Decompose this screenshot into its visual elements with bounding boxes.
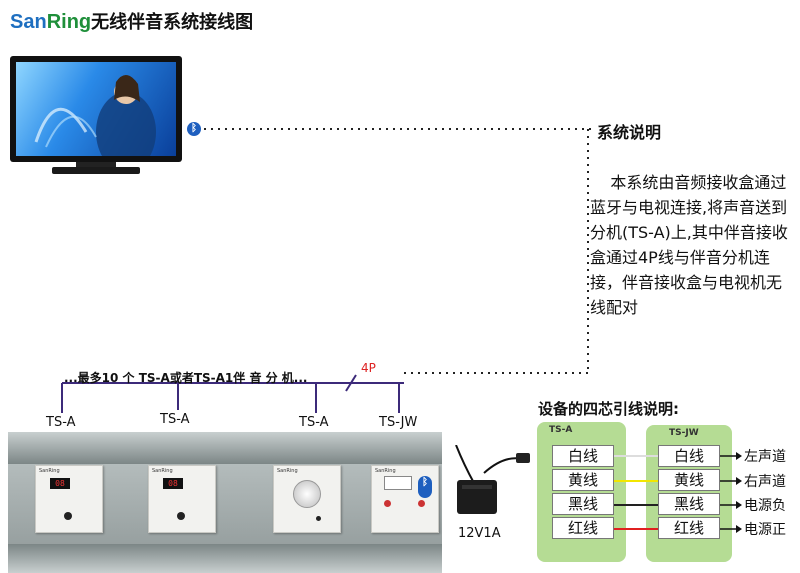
tv-screen (16, 62, 176, 156)
tv-base (52, 167, 140, 174)
description-title: 系统说明 (597, 123, 662, 142)
arrowhead-2 (736, 477, 742, 485)
plate-brand: SanRing (39, 468, 60, 474)
plate-display: 08 (50, 478, 70, 489)
pairing-window (384, 476, 412, 490)
ts-jw-plate: SanRing ᛒ (371, 465, 439, 533)
ts-jw-box-label: TS-JW (669, 428, 699, 438)
volume-button[interactable] (177, 512, 185, 520)
ts-a-plate-1: SanRing 08 (35, 465, 103, 533)
bus-label: ...最多10 个 TS-A或者TS-A1伴 音 分 机... (64, 371, 308, 385)
bluetooth-icon: ᛒ (418, 476, 432, 498)
function-label-2: 右声道 (744, 474, 786, 490)
unit-label-3: TS-A (299, 415, 329, 430)
ts-a-wire-4: 红线 (552, 517, 614, 539)
cable-label: 4P (361, 361, 376, 375)
adapter-label: 12V1A (458, 526, 501, 541)
ts-a-plate-2: SanRing 08 (148, 465, 216, 533)
ts-a-plate-3: SanRing (273, 465, 341, 533)
unit-label-2: TS-A (160, 412, 190, 427)
bedhead-panel: SanRing 08 SanRing 08 SanRing SanRing ᛒ (8, 432, 442, 573)
ts-jw-wire-1: 白线 (658, 445, 720, 467)
arrowhead-1 (736, 452, 742, 460)
tv-icon (10, 56, 182, 174)
jack-icon (316, 516, 321, 521)
legend-title: 设备的四芯引线说明: (538, 400, 679, 418)
arrowhead-3 (736, 501, 742, 509)
cable-slash (345, 374, 357, 392)
ts-a-wire-2: 黄线 (552, 469, 614, 491)
unit-label-1: TS-A (46, 415, 76, 430)
rail-bottom (8, 544, 442, 573)
plate-brand: SanRing (375, 468, 396, 474)
ts-jw-wire-2: 黄线 (658, 469, 720, 491)
brand-san: San (10, 11, 47, 33)
plate-display: 08 (163, 478, 183, 489)
rail-top (8, 432, 442, 464)
volume-button[interactable] (64, 512, 72, 520)
unit-label-4: TS-JW (379, 415, 418, 430)
function-label-4: 电源正 (744, 522, 786, 538)
page-title: SanRing无线伴音系统接线图 (10, 8, 253, 34)
tv-frame (10, 56, 182, 162)
bluetooth-icon: ᛒ (187, 122, 201, 136)
arrowhead-4 (736, 525, 742, 533)
volume-knob[interactable] (293, 480, 321, 508)
title-text: 无线伴音系统接线图 (91, 12, 254, 33)
ts-a-wire-1: 白线 (552, 445, 614, 467)
plate-brand: SanRing (152, 468, 173, 474)
ts-a-wire-3: 黑线 (552, 493, 614, 515)
power-adapter-icon (455, 445, 530, 514)
ts-jw-wire-3: 黑线 (658, 493, 720, 515)
function-label-1: 左声道 (744, 449, 786, 465)
function-label-3: 电源负 (744, 498, 786, 514)
jack-red-icon (418, 500, 425, 507)
ts-jw-wire-4: 红线 (658, 517, 720, 539)
ts-a-box-label: TS-A (549, 425, 573, 435)
brand-ring: Ring (46, 11, 92, 33)
description-body: 本系统由音频接收盒通过蓝牙与电视连接,将声音送到分机(TS-A)上,其中伴音接收… (590, 173, 788, 317)
tv-stand (76, 162, 116, 168)
jack-red-icon (384, 500, 391, 507)
tv-screen-graphic (34, 74, 156, 156)
plate-brand: SanRing (277, 468, 298, 474)
